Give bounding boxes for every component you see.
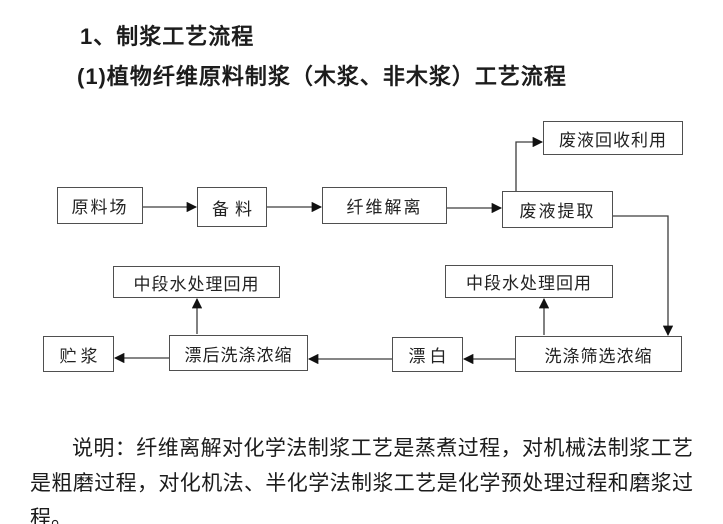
node-waste-liquor-recovery: 废液回收利用 bbox=[543, 121, 683, 155]
node-pulp-storage: 贮浆 bbox=[43, 336, 114, 372]
node-mid-stage-water-treatment-reuse-right: 中段水处理回用 bbox=[445, 265, 613, 298]
arrow-extract-to-washscreen bbox=[613, 215, 674, 337]
node-washing-screening-concentration: 洗涤筛选浓缩 bbox=[515, 336, 682, 372]
node-bleaching: 漂白 bbox=[392, 337, 463, 372]
explanation-note: 说明：纤维离解对化学法制浆工艺是蒸煮过程，对机械法制浆工艺是粗磨过程，对化机法、… bbox=[30, 436, 693, 524]
node-raw-material-yard: 原料场 bbox=[57, 187, 143, 224]
page-subtitle: (1)植物纤维原料制浆（木浆、非木浆）工艺流程 bbox=[77, 64, 567, 89]
node-fiber-dissociation: 纤维解离 bbox=[322, 187, 447, 224]
page-title: 1、制浆工艺流程 bbox=[80, 24, 255, 49]
node-post-bleach-washing-concentration: 漂后洗涤浓缩 bbox=[169, 335, 308, 371]
node-material-preparation: 备料 bbox=[197, 187, 267, 227]
node-mid-stage-water-treatment-reuse-left: 中段水处理回用 bbox=[113, 266, 280, 298]
node-waste-liquor-extraction: 废液提取 bbox=[502, 191, 613, 228]
arrow-extract-to-recovery bbox=[515, 136, 544, 191]
